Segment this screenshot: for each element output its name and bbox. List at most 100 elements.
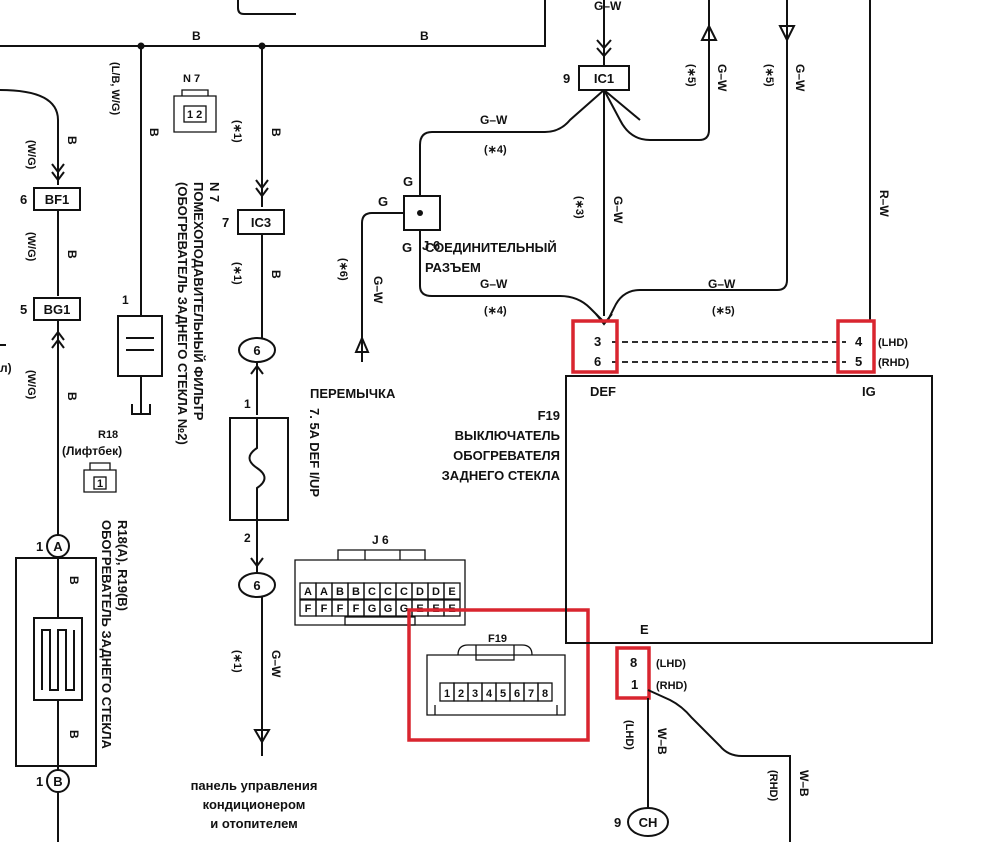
svg-text:2: 2 — [244, 531, 251, 545]
connector-ic3 — [237, 209, 285, 235]
svg-text:и отопителем: и отопителем — [210, 816, 298, 831]
svg-text:F19: F19 — [538, 408, 560, 423]
svg-text:ВЫКЛЮЧАТЕЛЬ: ВЫКЛЮЧАТЕЛЬ — [455, 428, 560, 443]
svg-text:6: 6 — [253, 343, 260, 358]
svg-text:л): л) — [0, 361, 12, 375]
svg-text:G–W: G–W — [708, 277, 736, 291]
junction-6b — [238, 572, 276, 598]
j6-pin-label: F — [337, 603, 344, 615]
pin-ig-4: 4 — [855, 334, 863, 349]
svg-text:B: B — [269, 270, 283, 279]
svg-text:(Лифтбек): (Лифтбек) — [62, 444, 122, 458]
j6-pin-label: A — [304, 586, 312, 598]
svg-text:R18: R18 — [98, 429, 118, 441]
svg-text:G–W: G–W — [793, 64, 807, 92]
svg-text:9: 9 — [614, 815, 621, 830]
svg-text:ОБОГРЕВАТЕЛЯ: ОБОГРЕВАТЕЛЯ — [453, 448, 560, 463]
pin-e-8: 8 — [630, 655, 637, 670]
f19-pin-label: 3 — [472, 688, 478, 700]
j6-pin-label: C — [368, 586, 376, 598]
j6-pin-label: D — [416, 586, 424, 598]
svg-text:G: G — [403, 174, 413, 189]
j6-pin-label: C — [400, 586, 408, 598]
svg-text:B: B — [65, 136, 79, 145]
pin-def-3: 3 — [594, 334, 601, 349]
j6-pin-label: G — [384, 603, 393, 615]
svg-text:(∗5): (∗5) — [685, 64, 697, 87]
f19-pin-label: 7 — [528, 688, 534, 700]
svg-text:BF1: BF1 — [45, 192, 70, 207]
svg-text:B: B — [65, 392, 79, 401]
svg-text:G–W: G–W — [371, 276, 385, 304]
j6-pin-label: B — [352, 586, 360, 598]
noise-filter-n7: (L/B, W/G) B N 7 1 2 1 N 7 ПОМЕХОПОДАВИТ… — [109, 46, 222, 445]
ic3-fuse-chain: (∗1) B IC3 7 (∗1) B 6 1 7. 5A DEF I/UP 2… — [191, 46, 322, 831]
svg-text:J 6: J 6 — [372, 533, 389, 547]
fuse-7.5a — [229, 417, 289, 521]
svg-text:CH: CH — [639, 815, 658, 830]
svg-text:G: G — [402, 240, 412, 255]
ground-wires: (LHD) W–B (RHD) W–B CH 9 — [614, 689, 811, 842]
highlight-def-pins — [571, 319, 619, 374]
svg-text:(LHD): (LHD) — [623, 720, 635, 750]
connector-n7-icon: 1 2 — [173, 89, 217, 133]
svg-text:BG1: BG1 — [44, 302, 71, 317]
svg-text:B: B — [65, 250, 79, 259]
svg-text:(∗5): (∗5) — [712, 305, 735, 317]
svg-text:B: B — [147, 128, 161, 137]
highlight-e-pins — [615, 646, 651, 700]
highlight-f19-connector — [407, 608, 590, 742]
svg-text:(∗6): (∗6) — [337, 258, 349, 281]
f19-pin-label: 6 — [514, 688, 520, 700]
svg-text:1 2: 1 2 — [187, 109, 202, 121]
svg-text:7: 7 — [222, 215, 229, 230]
svg-text:J 6: J 6 — [422, 238, 440, 253]
j6-pin-label: A — [320, 586, 328, 598]
svg-text:IG: IG — [862, 384, 876, 399]
j6-pin-label: G — [400, 603, 409, 615]
highlight-ig-pins — [836, 319, 876, 374]
j6-pin-label: E — [448, 586, 455, 598]
svg-text:панель управления: панель управления — [191, 778, 318, 793]
f19-pin-cell — [537, 682, 553, 702]
svg-text:9: 9 — [563, 71, 570, 86]
j6-pin-label: F — [305, 603, 312, 615]
pin-e-1: 1 — [631, 677, 638, 692]
svg-text:(RHD): (RHD) — [878, 357, 909, 369]
connector-r18-icon: 1 — [83, 462, 117, 493]
svg-text:(∗3): (∗3) — [573, 196, 585, 219]
j6-pin-label: D — [432, 586, 440, 598]
svg-text:G: G — [378, 194, 388, 209]
svg-text:ПЕРЕМЫЧКА: ПЕРЕМЫЧКА — [310, 386, 396, 401]
wire-label-b: B — [192, 29, 201, 43]
f19-pin-label: 4 — [486, 688, 493, 700]
j6-pin-label: F — [321, 603, 328, 615]
svg-text:G–W: G–W — [594, 0, 622, 13]
svg-text:(∗1): (∗1) — [231, 650, 243, 673]
svg-text:СОЕДИНИТЕЛЬНЫЙ: СОЕДИНИТЕЛЬНЫЙ — [425, 240, 557, 255]
j6-pin-label: B — [336, 586, 344, 598]
svg-text:(RHD): (RHD) — [656, 680, 687, 692]
svg-text:1: 1 — [97, 478, 103, 490]
svg-text:1: 1 — [36, 774, 43, 789]
svg-text:7. 5A DEF I/UP: 7. 5A DEF I/UP — [307, 408, 322, 497]
svg-text:G–W: G–W — [480, 277, 508, 291]
svg-text:(LHD): (LHD) — [656, 658, 686, 670]
svg-text:(W/G): (W/G) — [25, 370, 37, 400]
svg-text:ПОМЕХОПОДАВИТЕЛЬНЫЙ ФИЛЬТР: ПОМЕХОПОДАВИТЕЛЬНЫЙ ФИЛЬТР — [191, 182, 206, 421]
svg-text:6: 6 — [253, 578, 260, 593]
svg-text:(L/B, W/G): (L/B, W/G) — [109, 62, 121, 115]
heater-grid-icon — [33, 617, 83, 701]
j6-pin-label: G — [368, 603, 377, 615]
svg-text:W–B: W–B — [655, 728, 669, 755]
svg-text:R–W: R–W — [877, 190, 891, 217]
svg-text:ОБОГРЕВАТЕЛЬ ЗАДНЕГО СТЕКЛА: ОБОГРЕВАТЕЛЬ ЗАДНЕГО СТЕКЛА — [99, 520, 114, 749]
svg-text:W–B: W–B — [797, 770, 811, 797]
pin-def-6: 6 — [594, 354, 601, 369]
svg-text:1: 1 — [122, 293, 129, 307]
defogger-switch-f19: 3 6 4 5 (LHD) (RHD) DEF IG E F19 ВЫКЛЮЧА… — [442, 334, 933, 692]
svg-text:(LHD): (LHD) — [878, 337, 908, 349]
j6-pin-label: F — [353, 603, 360, 615]
